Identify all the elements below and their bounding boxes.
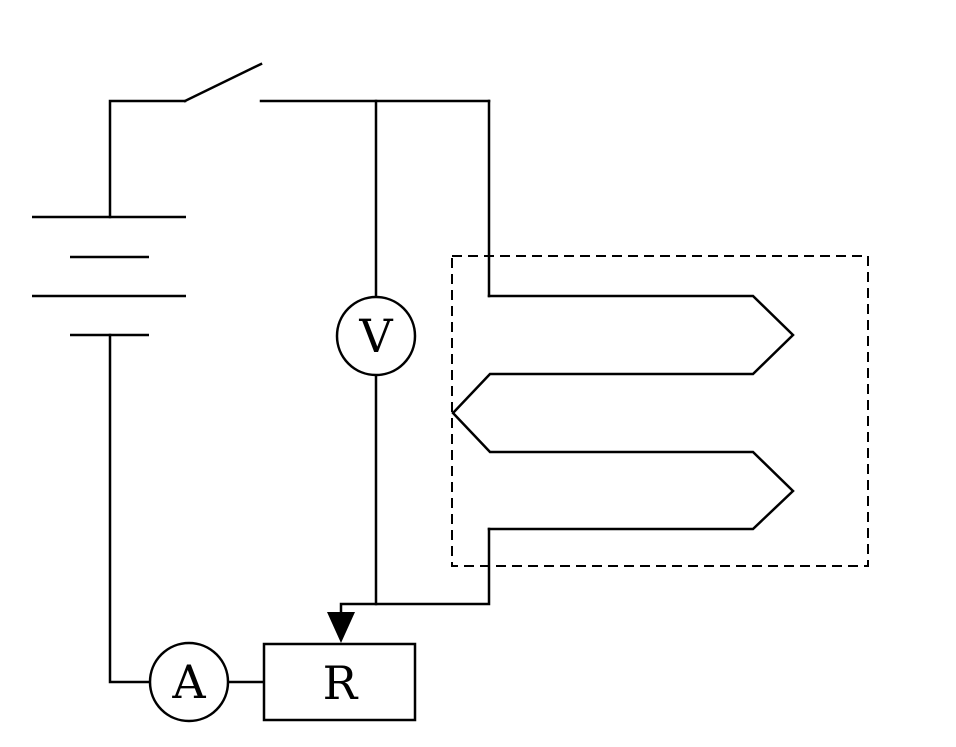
switch-blade [183,62,263,103]
voltmeter-label: V [358,309,393,363]
ammeter-label: A [171,655,206,709]
rheostat-label: R [323,656,359,710]
battery [32,215,186,337]
rheostat-box [262,642,417,722]
dashed-enclosure [451,255,869,567]
rheostat: R [262,642,417,722]
ammeter: A [148,641,230,723]
voltmeter: V [335,295,417,377]
voltmeter-circle [335,295,417,377]
wire-battery-to-switch [108,99,187,219]
serpentine-resistor [451,294,795,531]
wire-slider-connection [339,527,491,617]
slider-arrow [327,612,355,643]
ammeter-circle [148,641,230,723]
wire-battery-to-ammeter [108,333,152,684]
